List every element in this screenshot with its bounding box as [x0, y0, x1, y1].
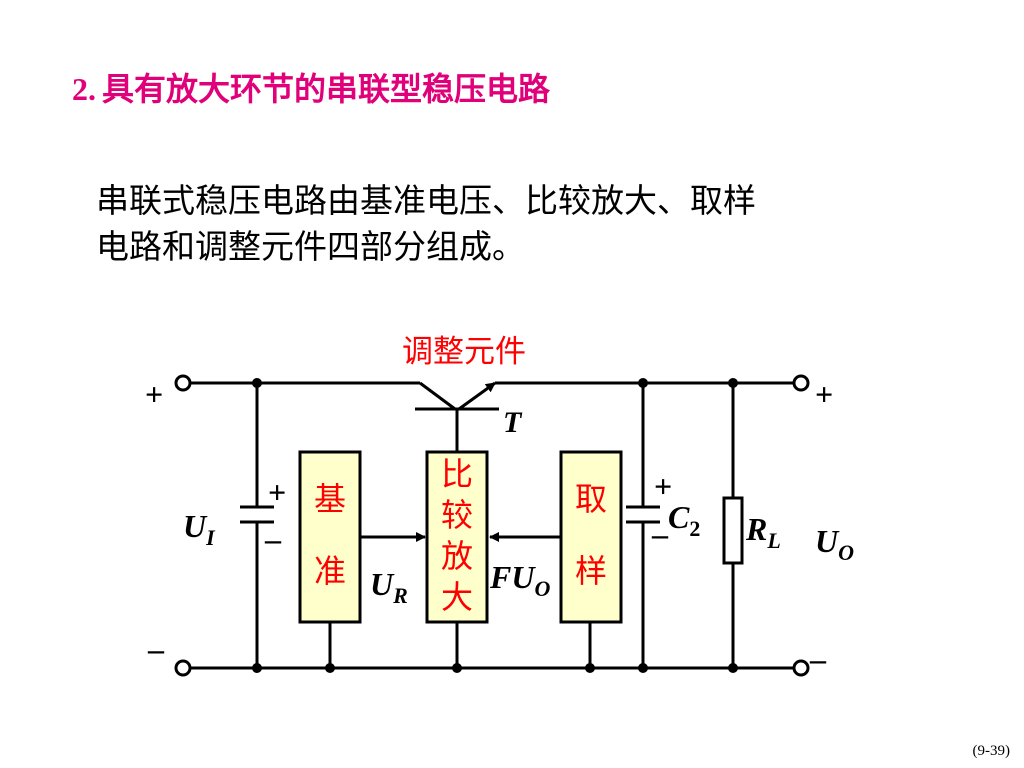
junction-dot [325, 663, 335, 673]
input-terminal-bottom [174, 659, 192, 677]
page-number: (9-39) [972, 743, 1011, 759]
reference-block-char-1: 基 [314, 480, 346, 518]
sampling-block [559, 450, 623, 624]
amplifier-block-char-3: 放 [441, 537, 473, 575]
junction-dot [585, 663, 595, 673]
load-resistor [722, 496, 744, 565]
paragraph-line-1: 串联式稳压电路由基准电压、比较放大、取样 [96, 181, 756, 220]
amplifier-block [425, 450, 489, 624]
sampling-block-char-2: 样 [575, 552, 607, 590]
junction-dot [452, 663, 462, 673]
slide-title: 2.具有放大环节的串联型稳压电路 [72, 64, 550, 110]
junction-dot [252, 663, 262, 673]
input-minus-sign: – [147, 631, 165, 667]
feedback-voltage-label: FUO [489, 559, 550, 601]
junction-dot [728, 378, 738, 388]
output-voltage-label: UO [815, 523, 854, 565]
reference-voltage-label: UR [370, 566, 408, 608]
title-text: 具有放大环节的串联型稳压电路 [102, 70, 551, 108]
output-minus-sign: – [809, 641, 827, 677]
description-paragraph: 串联式稳压电路由基准电压、比较放大、取样 电路和调整元件四部分组成。 [96, 178, 916, 270]
amplifier-block-char-2: 较 [441, 496, 473, 534]
reference-block [298, 450, 362, 624]
junction-dot [638, 378, 648, 388]
amplifier-block-char-1: 比 [441, 455, 473, 493]
paragraph-line-2: 电路和调整元件四部分组成。 [96, 227, 525, 266]
adjust-element-label: 调整元件 [402, 334, 526, 370]
output-plus-sign: + [815, 376, 833, 412]
transistor-emitter [458, 381, 496, 411]
junction-dot [638, 663, 648, 673]
input-terminal-top [174, 374, 192, 392]
reference-block-char-2: 准 [314, 552, 346, 590]
c2-plus-sign: + [654, 468, 672, 504]
c1-minus-sign: – [264, 521, 282, 557]
transistor-label: T [503, 406, 523, 439]
c2-label: C2 [668, 499, 700, 541]
sampling-block-char-1: 取 [575, 480, 607, 518]
amplifier-block-char-4: 大 [441, 578, 473, 616]
c2-minus-sign: – [651, 516, 669, 552]
output-terminal-bottom [792, 659, 810, 677]
transistor-collector [419, 381, 456, 411]
title-number: 2. [72, 71, 96, 107]
c1-plus-sign: + [268, 474, 286, 510]
output-terminal-top [792, 374, 810, 392]
junction-dot [728, 663, 738, 673]
input-voltage-label: UI [183, 508, 216, 550]
input-plus-sign: + [145, 376, 163, 412]
junction-dot [252, 378, 262, 388]
load-resistor-label: RL [745, 511, 781, 553]
